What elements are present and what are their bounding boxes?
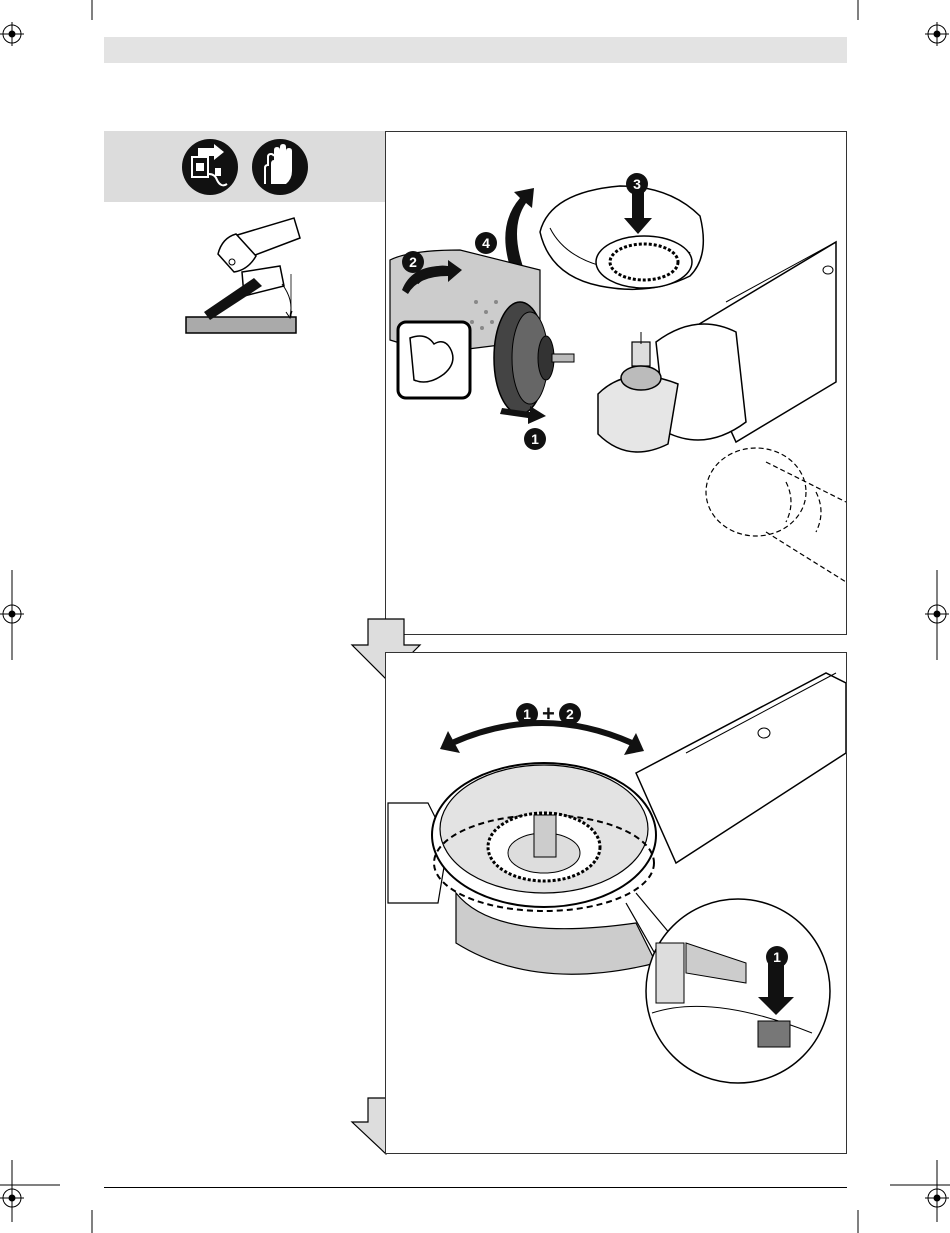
rotation-label: 1 + 2 (516, 703, 581, 725)
step-badge-4: 4 (475, 232, 497, 254)
detail-step-badge-1: 1 (766, 946, 788, 968)
step-badge-3: 3 (626, 173, 648, 195)
grinder-angle-illustration (182, 214, 312, 339)
footer-rule (104, 1187, 847, 1188)
guard-rotation-illustration (386, 653, 846, 1153)
plus-sign: + (542, 703, 555, 725)
guard-removal-illustration (386, 132, 846, 634)
unplug-before-service-icon (181, 138, 239, 196)
step-badge-1: 1 (516, 703, 538, 725)
step-badge-2: 2 (559, 703, 581, 725)
wear-gloves-icon (251, 138, 309, 196)
step-badge-1: 1 (524, 428, 546, 450)
header-bar (104, 37, 847, 63)
safety-icon-band (104, 131, 385, 202)
step-badge-2: 2 (402, 251, 424, 273)
